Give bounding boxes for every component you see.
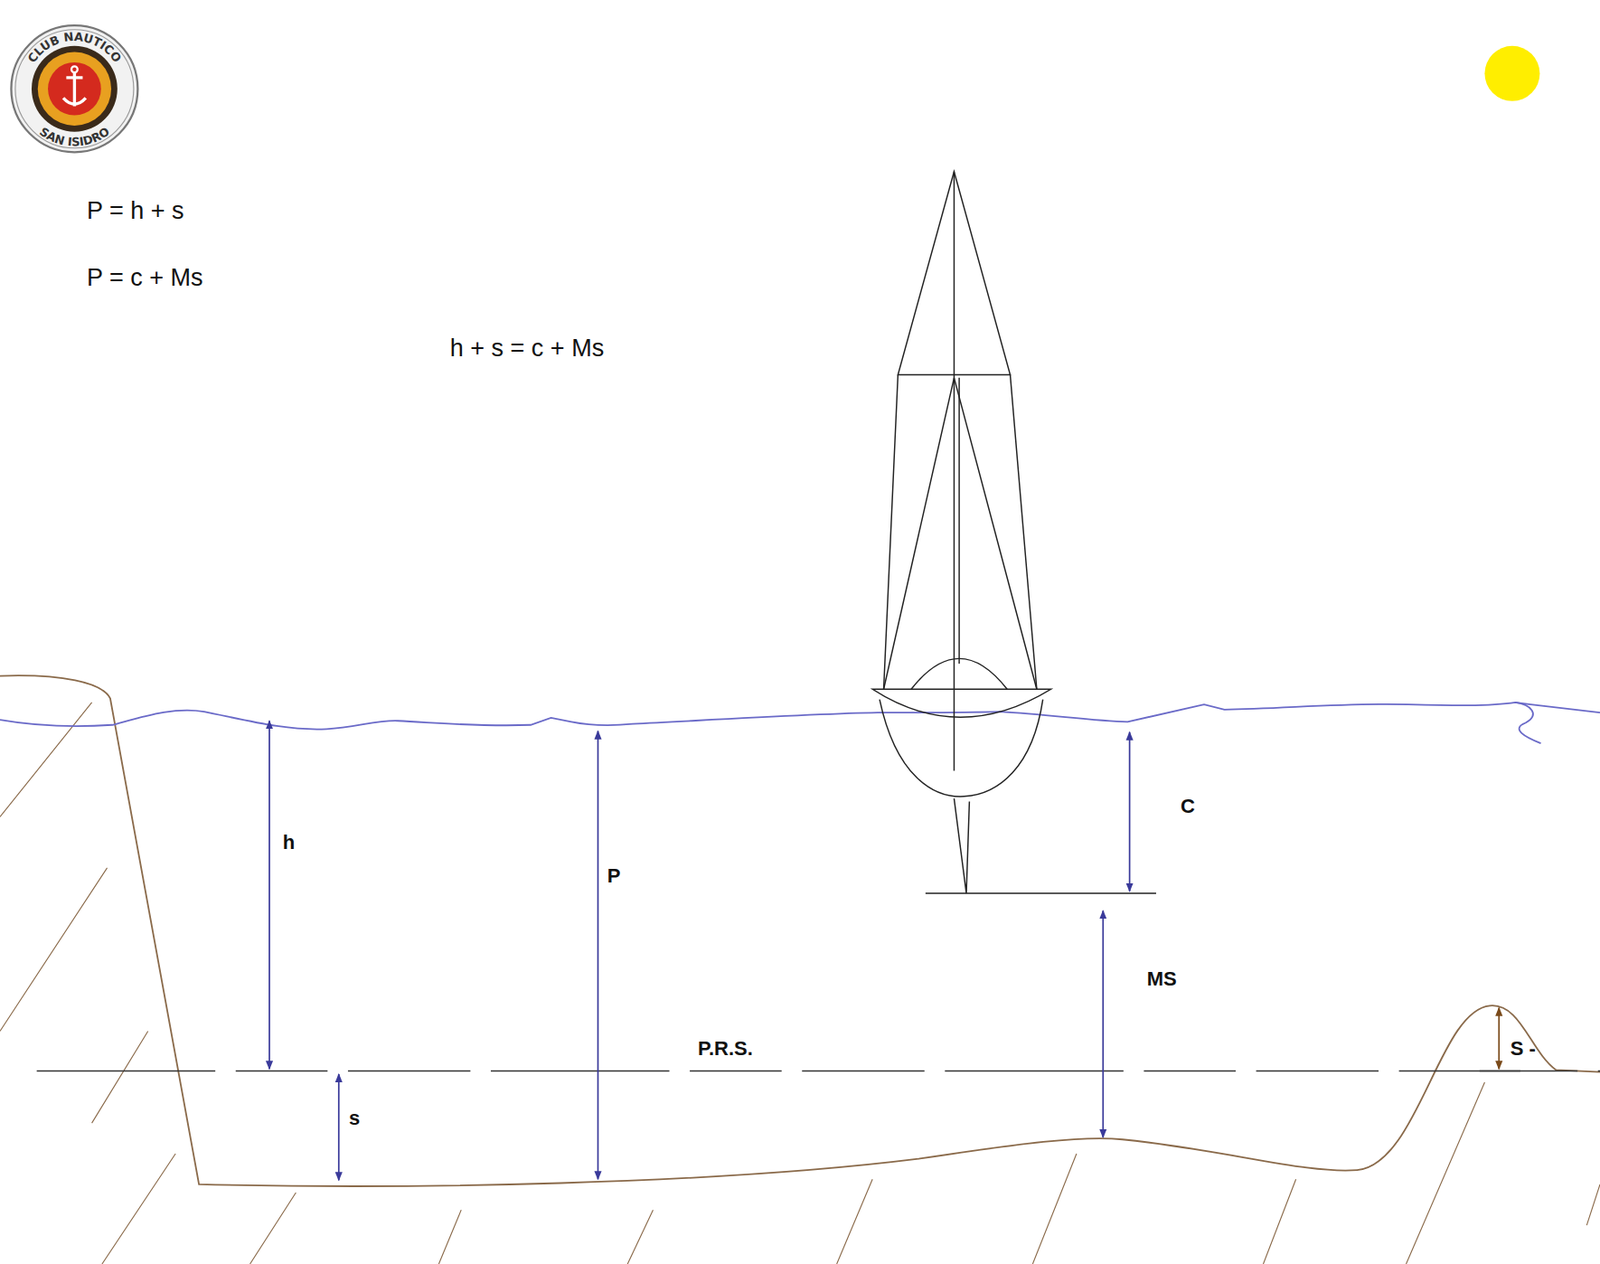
logo-centre (47, 62, 102, 116)
water-surface (0, 702, 1600, 730)
sailboat (872, 171, 1157, 894)
dimension-label: C (1180, 795, 1196, 818)
anchor-symbol (63, 71, 86, 106)
mast (953, 171, 955, 772)
water-surface (1515, 702, 1541, 744)
datum-line (1479, 1070, 1521, 1072)
dimension-arrow (1101, 910, 1104, 1138)
dimension-arrow (1497, 1007, 1500, 1070)
logo-text: SAN ISIDRO (37, 124, 113, 150)
club-logo: CLUB NAUTICO SAN ISIDRO (10, 25, 138, 152)
dimension-label: S - (1510, 1037, 1536, 1060)
sun (1484, 46, 1540, 102)
dimension-label: h (282, 831, 295, 854)
mast (958, 377, 960, 664)
ground-hatching (0, 702, 1600, 1264)
seabed-profile (0, 675, 1600, 1186)
dimension-label: MS (1147, 968, 1177, 990)
sail (884, 377, 1037, 689)
dimension-arrow (338, 1073, 340, 1180)
logo-text: CLUB NAUTICO (25, 29, 125, 66)
shroud (884, 374, 1037, 689)
keel-line (925, 892, 1157, 894)
logo-centre (37, 52, 112, 126)
dimension-label: P.R.S. (697, 1037, 753, 1060)
hull (879, 699, 1044, 797)
logo-centre (31, 46, 118, 132)
cabin (911, 658, 1008, 689)
formula-text: h + s = c + Ms (450, 335, 604, 363)
datum-line (37, 1070, 1600, 1072)
deck (872, 688, 1052, 717)
dimension-arrow (597, 731, 600, 1180)
keel (953, 798, 970, 894)
dimension-label: s (348, 1106, 360, 1129)
dimension-arrows (269, 720, 1130, 1180)
formula-text: P = h + s (86, 197, 185, 226)
dimension-arrow (268, 720, 271, 1069)
logo-ring (10, 25, 138, 152)
formula-text: P = c + Ms (86, 264, 204, 292)
dimension-arrow (1129, 732, 1131, 892)
dimension-label: P (607, 865, 622, 887)
logo-ring (15, 29, 134, 149)
anchor-symbol (71, 65, 78, 73)
